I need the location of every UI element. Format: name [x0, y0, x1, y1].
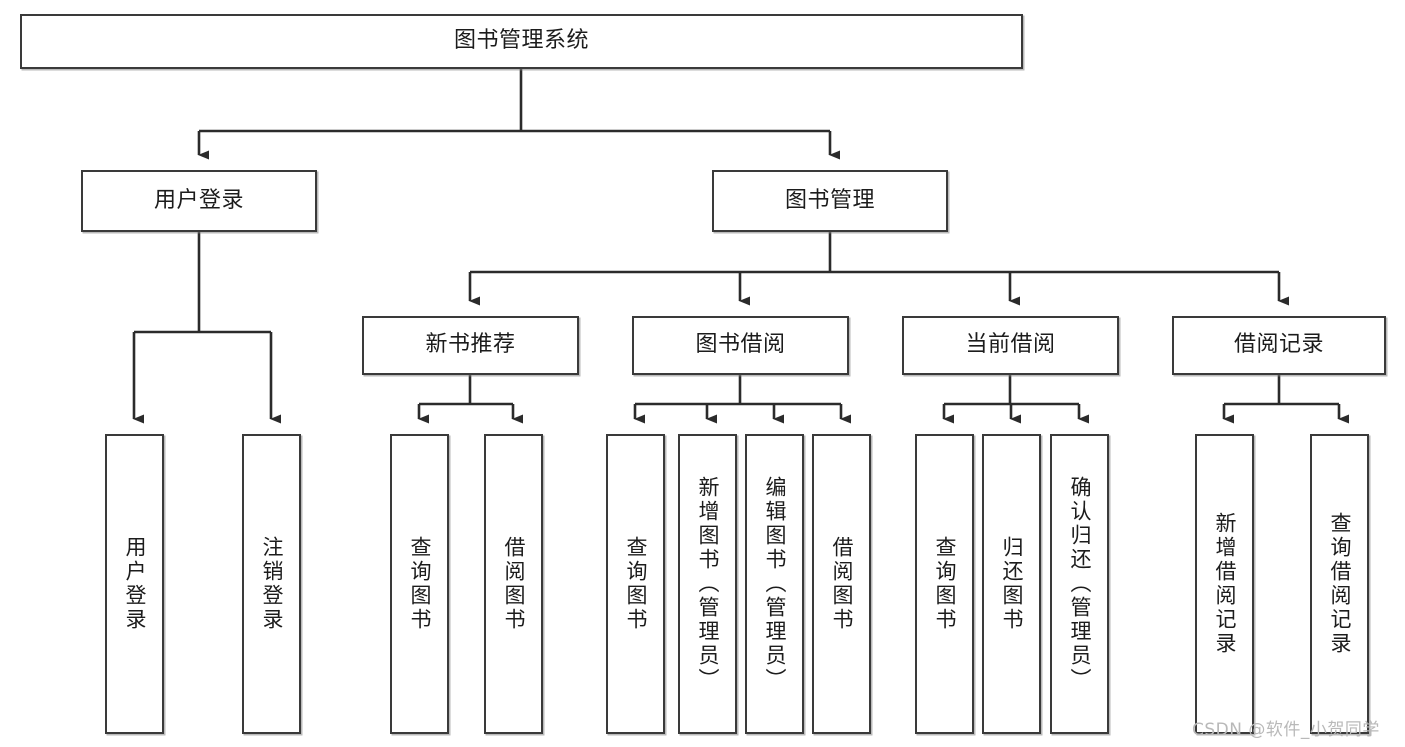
node-current-borrow-label: 当前借阅 [965, 332, 1056, 358]
leaf-node[interactable]: 注销登录 [242, 434, 301, 734]
leaf-node[interactable]: 查询图书 [915, 434, 974, 734]
leaf-node[interactable]: 借阅图书 [484, 434, 543, 734]
leaf-node-label: 查询图书 [933, 536, 957, 632]
leaf-node-label: 查询图书 [624, 536, 648, 632]
node-user-login[interactable]: 用户登录 [81, 170, 317, 232]
leaf-node-label: 归还图书 [1000, 536, 1024, 632]
node-root[interactable]: 图书管理系统 [20, 14, 1023, 69]
leaf-node[interactable]: 确认归还（管理员） [1050, 434, 1109, 734]
node-book-borrow-label: 图书借阅 [695, 332, 786, 358]
leaf-node-label: 注销登录 [260, 536, 284, 632]
leaf-node[interactable]: 查询借阅记录 [1310, 434, 1369, 734]
leaf-node-label: 新增借阅记录 [1213, 512, 1237, 656]
leaf-node[interactable]: 借阅图书 [812, 434, 871, 734]
node-new-book-recommend[interactable]: 新书推荐 [362, 316, 579, 375]
leaf-node-label: 编辑图书（管理员） [763, 476, 787, 692]
leaf-node-label: 查询图书 [408, 536, 432, 632]
leaf-node-label: 新增图书（管理员） [696, 476, 720, 692]
leaf-node[interactable]: 归还图书 [982, 434, 1041, 734]
leaf-node-label: 借阅图书 [830, 536, 854, 632]
node-borrow-record-label: 借阅记录 [1233, 332, 1324, 358]
leaf-node[interactable]: 查询图书 [390, 434, 449, 734]
leaf-node[interactable]: 新增图书（管理员） [678, 434, 737, 734]
node-book-borrow[interactable]: 图书借阅 [632, 316, 849, 375]
leaf-node[interactable]: 查询图书 [606, 434, 665, 734]
node-borrow-record[interactable]: 借阅记录 [1172, 316, 1386, 375]
leaf-node-label: 查询借阅记录 [1328, 512, 1352, 656]
leaf-node-label: 用户登录 [123, 536, 147, 632]
node-current-borrow[interactable]: 当前借阅 [902, 316, 1119, 375]
leaf-node-label: 确认归还（管理员） [1068, 476, 1092, 692]
node-book-management[interactable]: 图书管理 [712, 170, 948, 232]
leaf-node[interactable]: 编辑图书（管理员） [745, 434, 804, 734]
leaf-node[interactable]: 用户登录 [105, 434, 164, 734]
node-book-management-label: 图书管理 [784, 187, 875, 213]
node-new-book-recommend-label: 新书推荐 [425, 332, 516, 358]
node-user-login-label: 用户登录 [153, 187, 244, 213]
leaf-node-label: 借阅图书 [502, 536, 526, 632]
node-root-label: 图书管理系统 [453, 28, 589, 54]
leaf-node[interactable]: 新增借阅记录 [1195, 434, 1254, 734]
